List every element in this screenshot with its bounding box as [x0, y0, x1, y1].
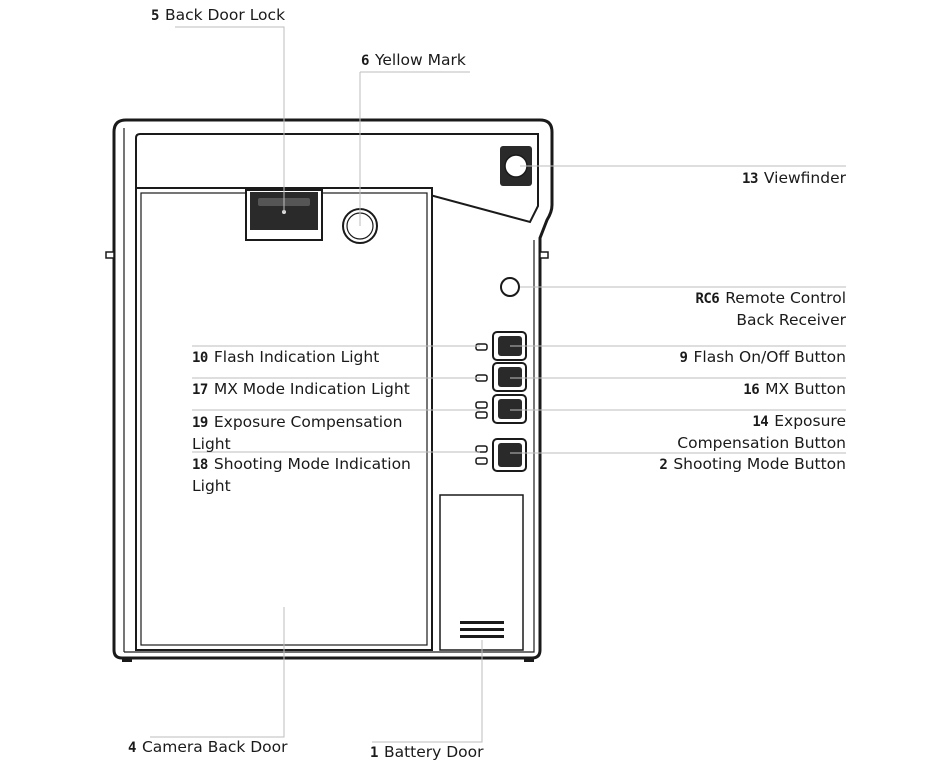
battery-door-grip-2: [460, 628, 504, 631]
battery-door-shape: [439, 494, 524, 651]
shooting-button-face: [498, 443, 522, 467]
shooting-indication-light-1: [475, 445, 488, 453]
camera-foot-right: [524, 658, 534, 662]
mx-button-face: [498, 367, 522, 387]
remote-receiver-shape: [500, 277, 520, 297]
shooting-indication-light-2: [475, 457, 488, 465]
battery-door-grip-1: [460, 621, 504, 624]
strap-lug-right: [539, 251, 549, 259]
battery-door-grip-3: [460, 635, 504, 638]
flash-indication-light: [475, 343, 488, 351]
leader-lines: [150, 26, 846, 743]
camera-body-inner-edge: [123, 128, 535, 653]
strap-lug-left: [105, 251, 115, 259]
camera-back-door-shape: [135, 187, 433, 651]
exposure-indication-light-1: [475, 401, 488, 409]
camera-foot-left: [122, 658, 132, 662]
exposure-button-face: [498, 399, 522, 419]
exposure-indication-light-2: [475, 411, 488, 419]
